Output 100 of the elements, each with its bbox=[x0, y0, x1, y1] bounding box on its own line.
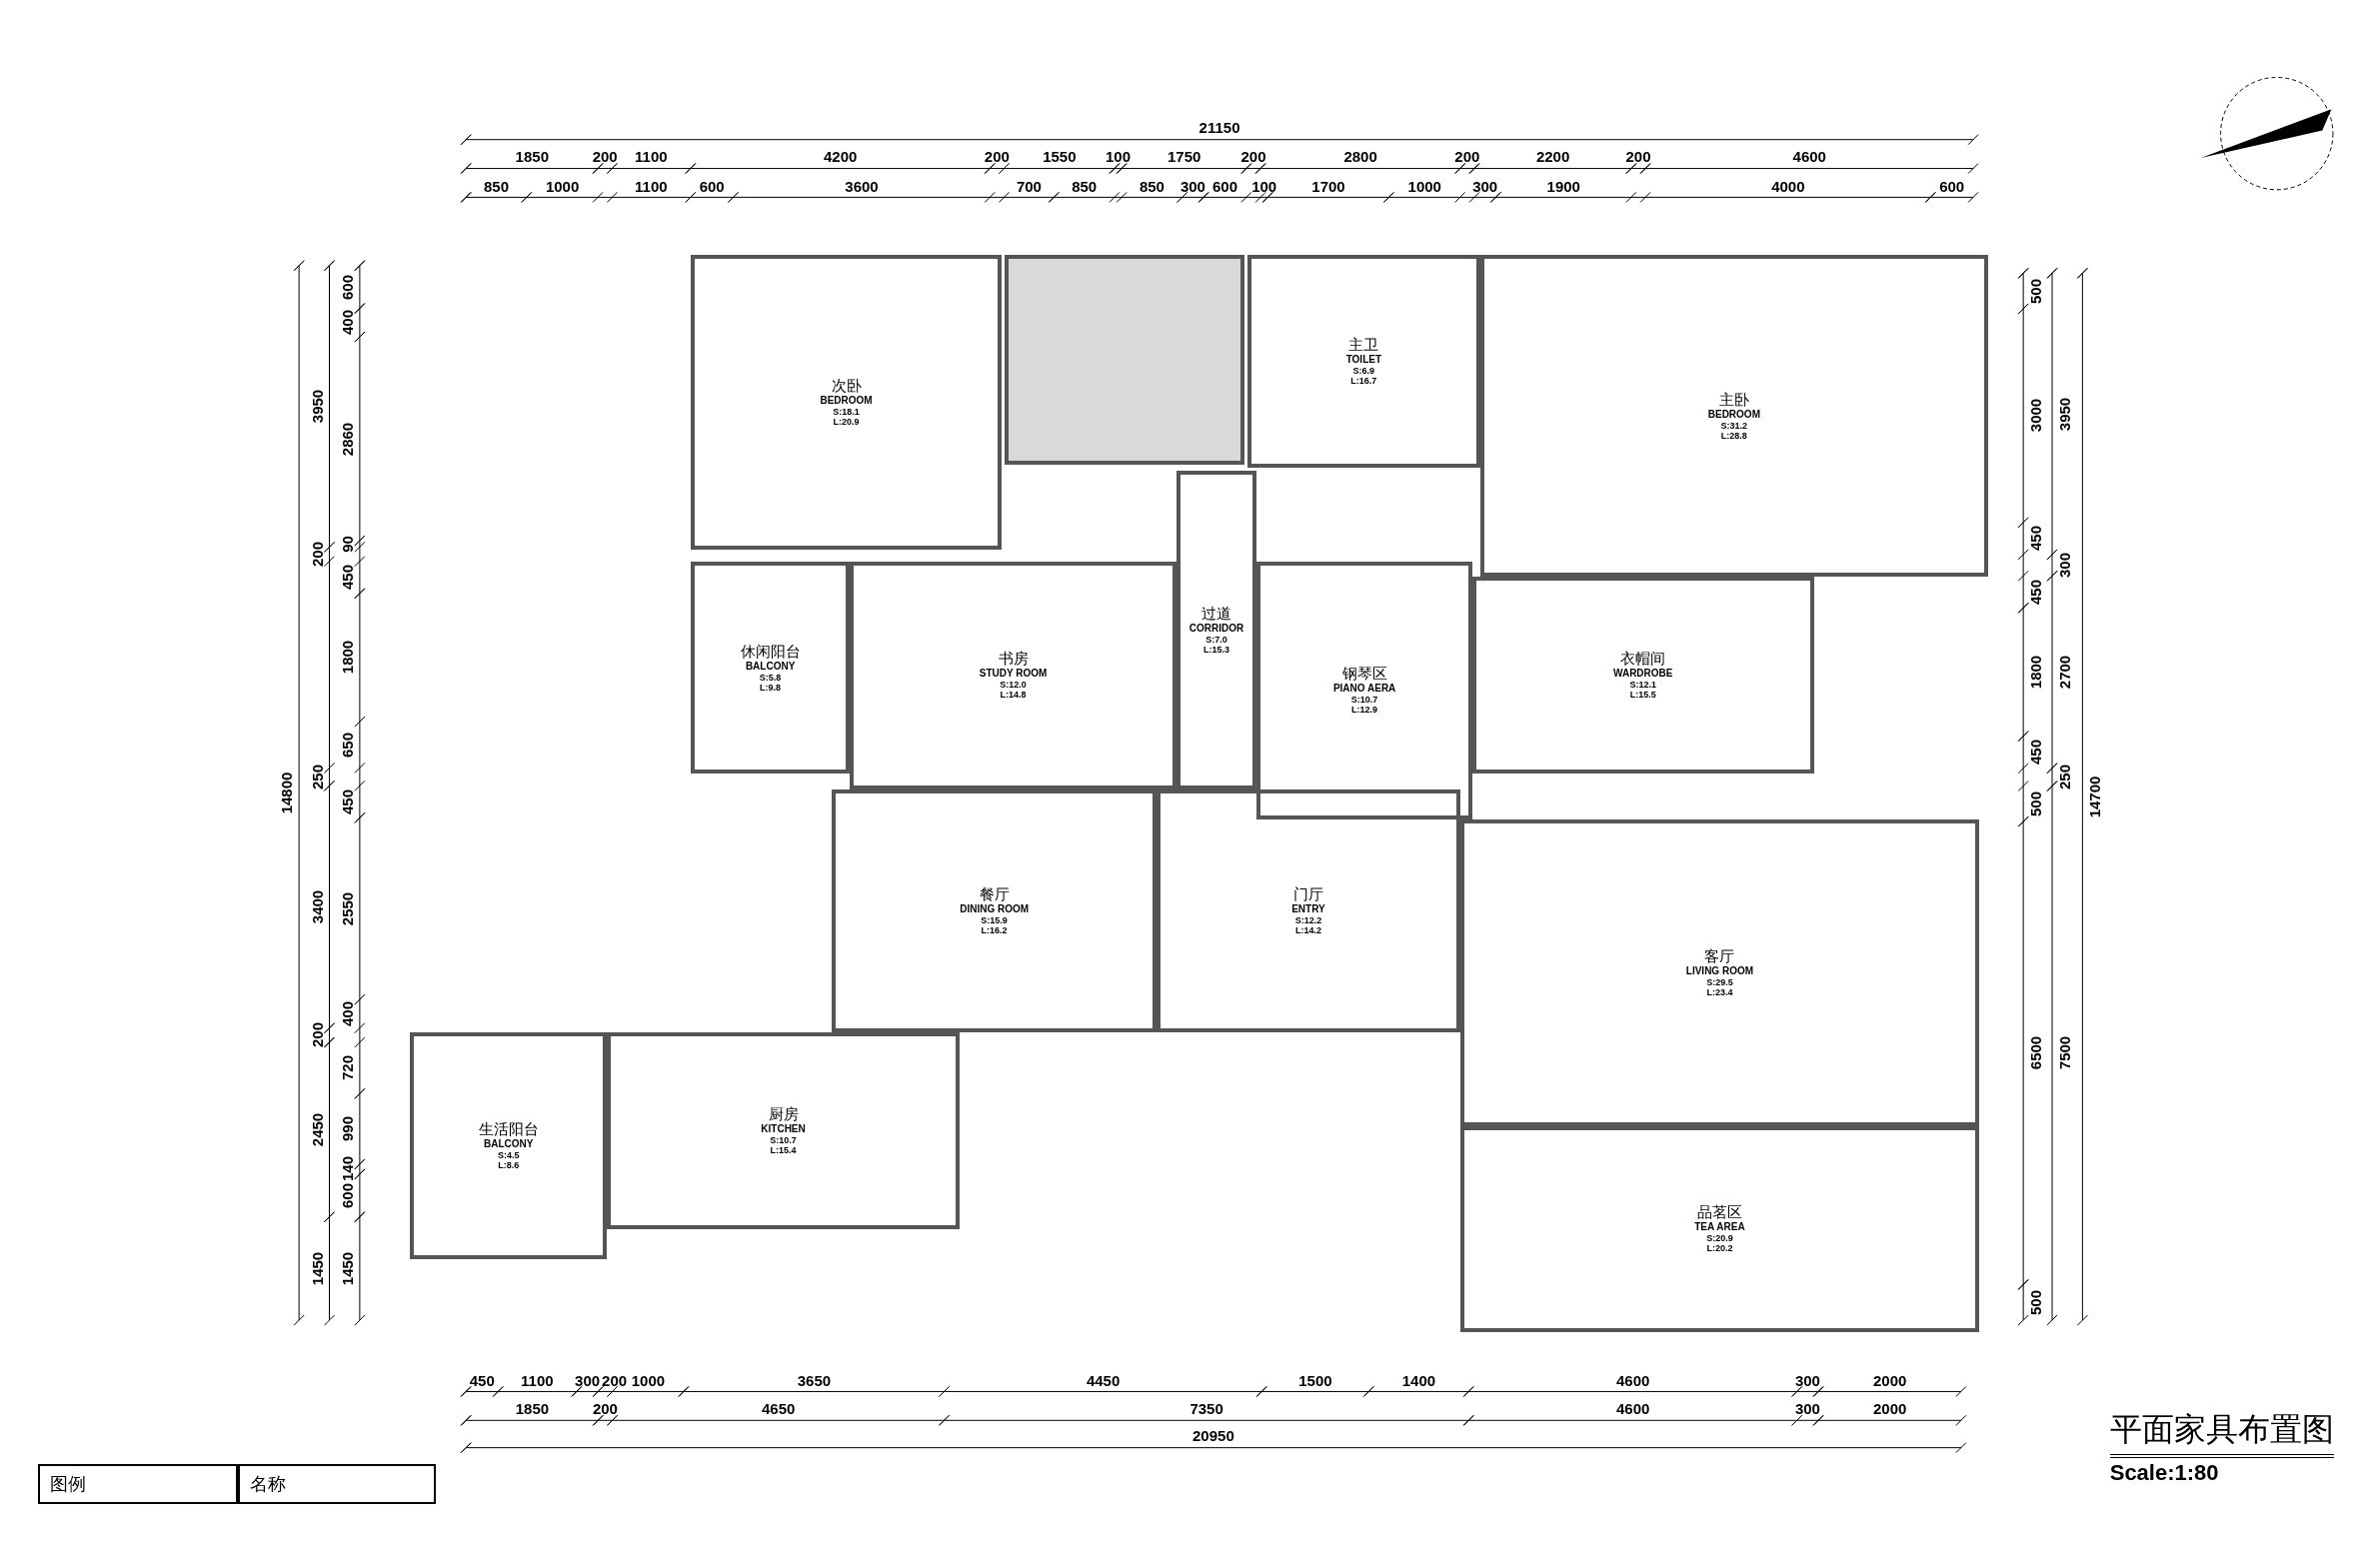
dimension-label: 3000 bbox=[2027, 399, 2044, 433]
room-name-english: KITCHEN bbox=[761, 1122, 806, 1135]
area-label: S:29.5 bbox=[1706, 976, 1733, 987]
dimension-label: 1850 bbox=[515, 147, 549, 165]
dimension-label: 4600 bbox=[1615, 1399, 1650, 1417]
dimension-label: 250 bbox=[308, 764, 326, 789]
room-name: 衣帽间 bbox=[1620, 651, 1666, 669]
dimension-label: 4450 bbox=[1086, 1372, 1121, 1390]
perimeter-label: L:15.4 bbox=[770, 1144, 797, 1155]
dimension-label: 300 bbox=[575, 1372, 601, 1390]
dimension-label: 1400 bbox=[1401, 1372, 1436, 1390]
area-label: S:6.9 bbox=[1352, 365, 1375, 376]
perimeter-label: L:15.3 bbox=[1203, 644, 1230, 655]
dimension-label: 7350 bbox=[1190, 1399, 1223, 1417]
drawing-title: 平面家具布置图 bbox=[2109, 1408, 2334, 1459]
area-label: S:4.5 bbox=[497, 1149, 520, 1160]
dimension-label: 300 bbox=[1794, 1372, 1820, 1390]
dimension-label: 600 bbox=[1939, 178, 1965, 196]
dimension-label: 300 bbox=[2055, 553, 2073, 579]
dimension-label: 1000 bbox=[545, 178, 580, 196]
room-name-english: TEA AREA bbox=[1694, 1221, 1745, 1234]
room-name: 书房 bbox=[998, 651, 1029, 669]
dimension-label: 200 bbox=[592, 147, 618, 165]
area-label: S:10.7 bbox=[1350, 695, 1378, 706]
dimension-label: 20950 bbox=[1192, 1427, 1234, 1444]
perimeter-label: L:20.9 bbox=[833, 416, 860, 427]
dimension-label: 450 bbox=[2026, 579, 2044, 605]
dimension-label: 14800 bbox=[278, 772, 296, 814]
dimension-label: 1100 bbox=[635, 178, 668, 196]
dimension-label: 850 bbox=[1072, 178, 1098, 196]
scale-label: Scale:1:80 bbox=[2109, 1459, 2219, 1486]
dimension-label: 600 bbox=[699, 178, 725, 196]
room-area bbox=[832, 788, 1158, 1032]
dimension-label: 600 bbox=[1211, 178, 1237, 196]
room-name: 休闲阳台 bbox=[740, 643, 801, 661]
dimension-label: 2000 bbox=[1873, 1399, 1907, 1417]
table-header-cell: 名称 bbox=[238, 1464, 436, 1504]
dimension-label: 200 bbox=[592, 1399, 618, 1417]
dimension-label: 600 bbox=[339, 1182, 357, 1208]
area-label: S:5.8 bbox=[759, 672, 782, 683]
dimension-label: 200 bbox=[602, 1372, 628, 1390]
dimension-label: 3950 bbox=[2055, 397, 2073, 431]
dimension-label: 2200 bbox=[1535, 147, 1570, 165]
room-area bbox=[1256, 561, 1472, 819]
room-name: 主卧 bbox=[1718, 391, 1749, 409]
dimension-label: 1800 bbox=[2027, 655, 2044, 690]
dimension-label: 4200 bbox=[823, 147, 858, 165]
dimension-label: 100 bbox=[1106, 147, 1132, 165]
area-label: S:12.1 bbox=[1629, 680, 1657, 691]
room-area bbox=[850, 561, 1177, 789]
room-name: 品茗区 bbox=[1696, 1204, 1742, 1222]
area-label: S:12.2 bbox=[1294, 914, 1322, 925]
room-name-english: WARDROBE bbox=[1613, 668, 1673, 681]
perimeter-label: L:16.2 bbox=[981, 924, 1008, 935]
dimension-label: 400 bbox=[339, 310, 357, 336]
dimension-label: 140 bbox=[339, 1156, 357, 1182]
room-name: 主卫 bbox=[1348, 336, 1379, 354]
room-name: 钢琴区 bbox=[1341, 666, 1387, 684]
area-label: S:31.2 bbox=[1720, 420, 1748, 431]
dimension-label: 200 bbox=[1625, 147, 1651, 165]
dimension-label: 3400 bbox=[309, 889, 327, 924]
room-area bbox=[410, 1031, 608, 1260]
floor-area bbox=[1005, 255, 1245, 465]
room-area bbox=[1459, 1125, 1980, 1333]
room-area bbox=[1479, 255, 1989, 577]
room-name-english: CORRIDOR bbox=[1189, 622, 1244, 635]
room-area bbox=[690, 255, 1003, 550]
dimension-label: 90 bbox=[339, 535, 357, 553]
dimension-label: 250 bbox=[2055, 765, 2073, 790]
dimension-label: 1750 bbox=[1167, 147, 1201, 165]
dimension-label: 1500 bbox=[1298, 1372, 1332, 1390]
dimension-label: 4000 bbox=[1771, 178, 1805, 196]
dimension-label: 7500 bbox=[2055, 1036, 2073, 1070]
dimension-label: 500 bbox=[2026, 790, 2044, 816]
room-name: 过道 bbox=[1201, 605, 1232, 623]
dimension-label: 400 bbox=[339, 1000, 357, 1026]
perimeter-label: L:14.8 bbox=[1000, 690, 1027, 701]
dimension-label: 1100 bbox=[635, 147, 668, 165]
area-label: S:10.7 bbox=[770, 1134, 797, 1145]
dimension-label: 1900 bbox=[1546, 178, 1580, 196]
perimeter-label: L:9.8 bbox=[760, 682, 782, 693]
dimension-label: 4600 bbox=[1615, 1372, 1650, 1390]
room-name-english: ENTRY bbox=[1291, 902, 1325, 915]
dimension-label: 500 bbox=[2026, 278, 2044, 304]
room-name: 生活阳台 bbox=[478, 1120, 539, 1138]
dimension-label: 21150 bbox=[1198, 119, 1240, 137]
dimension-label: 4600 bbox=[1792, 147, 1826, 165]
perimeter-label: L:12.9 bbox=[1351, 705, 1378, 716]
dimension-label: 600 bbox=[339, 274, 357, 300]
room-name-english: PIANO AERA bbox=[1332, 683, 1396, 696]
dimension-label: 4650 bbox=[762, 1399, 796, 1417]
room-name-english: BALCONY bbox=[745, 660, 796, 673]
room-name-english: TOILET bbox=[1345, 353, 1382, 366]
area-label: S:18.1 bbox=[833, 406, 860, 417]
dimension-label: 1700 bbox=[1311, 178, 1345, 196]
dimension-label: 3650 bbox=[797, 1372, 832, 1390]
dimension-label: 850 bbox=[1139, 178, 1165, 196]
room-name-english: BEDROOM bbox=[1707, 408, 1760, 421]
dimension-label: 1100 bbox=[521, 1372, 554, 1390]
perimeter-label: L:20.2 bbox=[1706, 1243, 1733, 1254]
